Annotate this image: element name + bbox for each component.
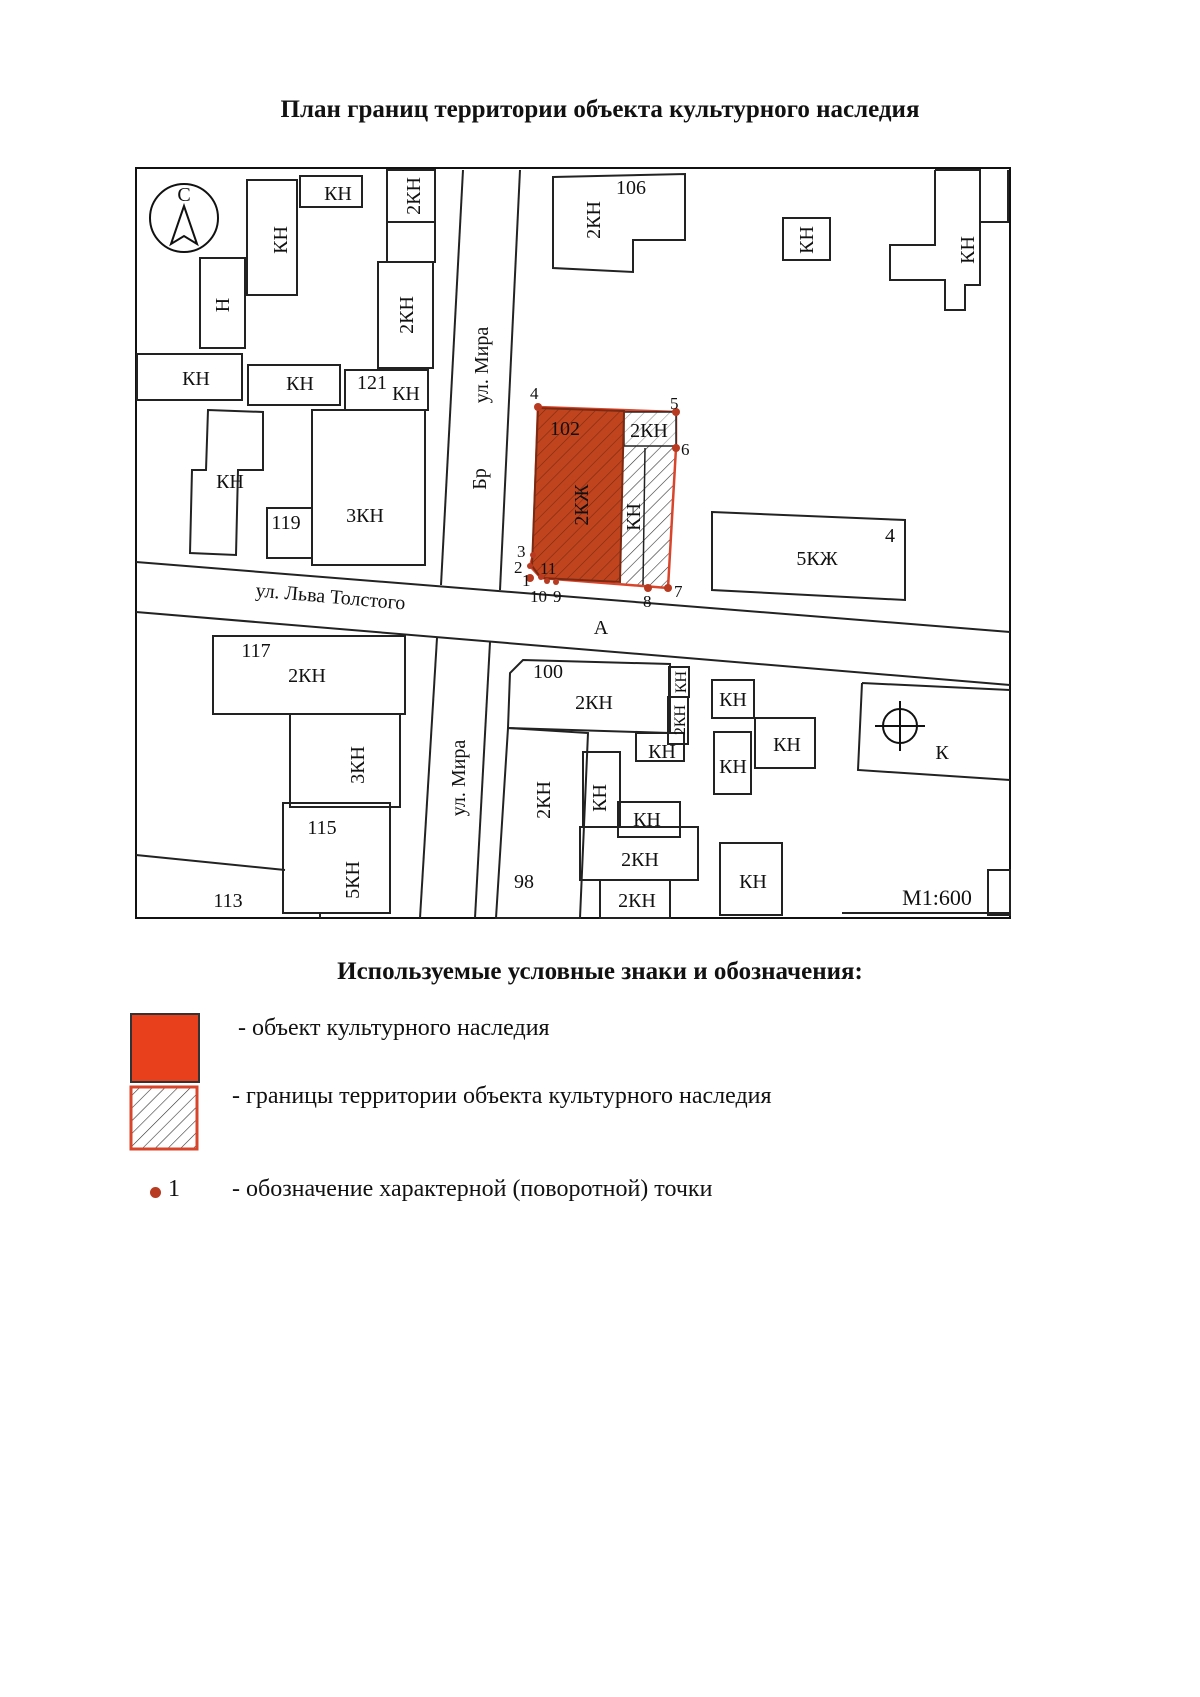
building-number: 115 [307,817,336,839]
building-number: 106 [616,177,646,199]
building-label: КН [719,756,747,778]
building-number: 119 [271,512,300,534]
building-label: Н [212,298,234,312]
legend-boundary-text: - границы территории объекта культурного… [232,1083,772,1109]
legend-object-swatch [130,1013,200,1083]
building-number: 102 [550,418,580,440]
building-label: КН [796,226,818,254]
building-label: КН [633,809,661,831]
point-label: 4 [530,384,539,403]
north-label: С [177,184,190,206]
building-number: 98 [514,871,534,893]
building-label: 2КН [533,781,555,819]
point-label: 1 [522,571,531,590]
building-label: КН [589,784,611,812]
legend-point-sample: 1 [168,1176,180,1202]
heritage-territory [526,403,680,592]
building-label: 3КН [346,505,384,527]
buildings [136,169,1011,919]
map-scale: М1:600 [902,885,972,910]
building-label: 2КН [618,890,656,912]
building-label: КН [673,670,690,693]
street-label: ул. Льва Толстого [255,580,407,615]
building-label: 2КН [396,296,418,334]
building-label: КН [392,383,420,405]
legend-boundary-swatch [129,1085,199,1151]
point-label: 9 [553,587,562,606]
building-label: 3КН [347,746,369,784]
street-label: ул. Мира [448,740,470,817]
legend-point-icon [150,1187,161,1198]
building-label: 5КН [342,861,364,899]
building-label: КН [719,689,747,711]
building-label: КН [216,471,244,493]
object-label: 2КЖ [571,484,593,525]
legend-point-text: - обозначение характерной (поворотной) т… [232,1176,713,1202]
building-label: КН [957,236,979,264]
target-icon [875,701,925,751]
point-label: 8 [643,592,652,611]
legend-title: Используемые условные знаки и обозначени… [337,958,863,985]
building-number: 100 [533,661,563,683]
building-label: 5КЖ [796,548,837,570]
building-label: 2КН [575,692,613,714]
map-label: К [935,742,949,764]
building-number: 4 [885,525,895,547]
street-lines [135,169,1011,919]
building-label: КН [739,871,767,893]
street-label: А [594,617,609,639]
building-label: КН [270,226,292,254]
building-label: КН [324,183,352,205]
boundary-points [526,403,680,592]
north-arrow: С [149,183,219,253]
building-label: 2КН [403,177,425,215]
building-number: 117 [241,640,270,662]
building-label: 2КН [288,665,326,687]
point-label: 11 [540,559,556,578]
building-label: КН [182,368,210,390]
building-number: 113 [213,890,242,912]
street-label: Бр [469,468,491,489]
building-label: КН [623,503,645,531]
point-label: 5 [670,394,679,413]
site-map: С КН 2КН КН Н 2КН КН КН 121 КН КН 119 3К… [135,167,1011,919]
building-label: КН [286,373,314,395]
building-label: КН [773,734,801,756]
point-label: 6 [681,440,690,459]
point-label: 2 [514,558,523,577]
building-number: 121 [357,372,387,394]
point-labels: 1 2 3 4 5 6 7 8 9 10 11 [514,384,690,611]
legend-object-text: - объект культурного наследия [238,1015,550,1041]
point-label: 10 [530,587,547,606]
building-label: 2КН [630,420,668,442]
building-label: 2КН [621,849,659,871]
point-label: 3 [517,542,526,561]
street-label: ул. Мира [471,327,493,404]
point-label: 7 [674,582,683,601]
building-label: КН [648,741,676,763]
building-label: 2КН [672,704,689,735]
building-label: 2КН [583,201,605,239]
plan-title: План границ территории объекта культурно… [280,96,920,123]
